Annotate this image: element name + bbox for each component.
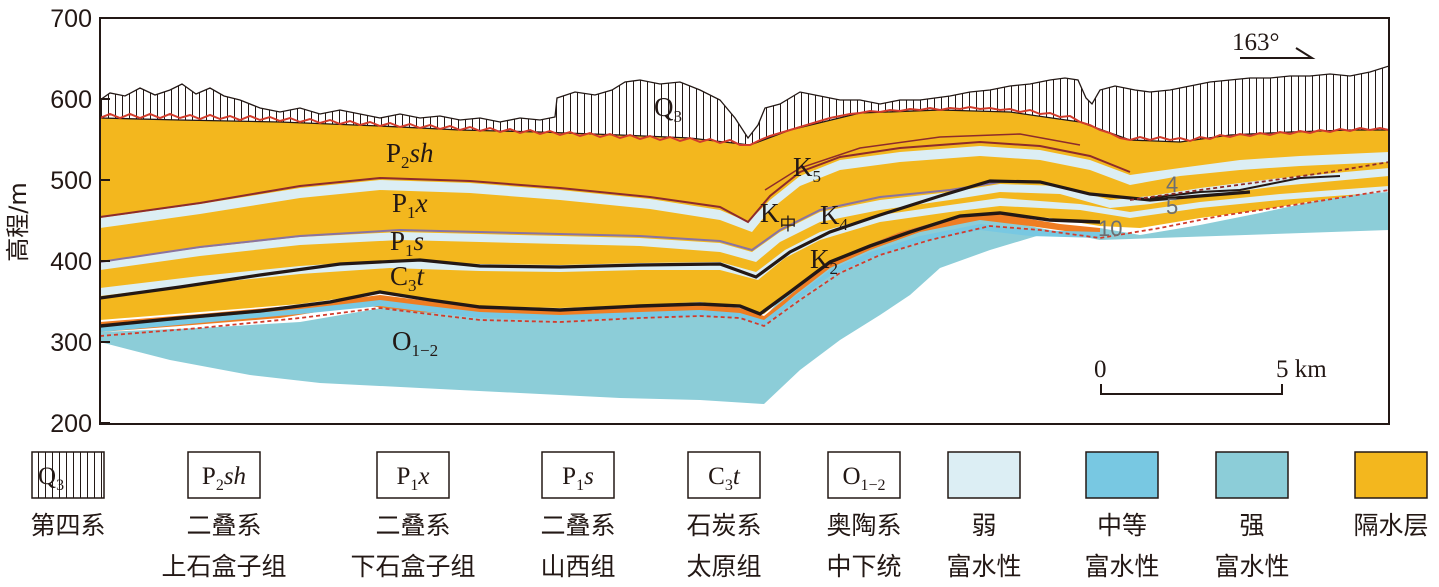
legend-swatch bbox=[947, 451, 1021, 499]
unconformity-line bbox=[100, 105, 1389, 146]
legend-item: Q3 第四系 bbox=[30, 451, 106, 540]
legend-code-box bbox=[31, 451, 105, 499]
label-o12: O1−2 bbox=[392, 326, 438, 360]
weak-aquifer-band-upper bbox=[100, 146, 1389, 232]
orientation-arrow bbox=[1240, 47, 1316, 59]
key-bed-k-zhong bbox=[100, 179, 1251, 300]
label-bed-4: 4 bbox=[1166, 172, 1178, 197]
legend-code: P2sh bbox=[202, 463, 246, 494]
legend-line2: 上石盒子组 bbox=[161, 552, 286, 581]
legend-line2: 下石盒子组 bbox=[350, 552, 475, 581]
ordovician-strong-aquifer bbox=[100, 190, 1389, 404]
label-bed-10: 10 bbox=[1098, 216, 1122, 241]
legend-line1: 第四系 bbox=[30, 511, 105, 540]
legend-swatch bbox=[1215, 451, 1289, 499]
interface-line-p1x bbox=[100, 181, 1001, 263]
label-p2sh: P2sh bbox=[386, 138, 434, 172]
legend-line1: 弱 bbox=[971, 511, 996, 540]
legend-line2: 太原组 bbox=[686, 552, 761, 581]
legend-line2: 中下统 bbox=[826, 552, 901, 581]
legend-line2: 富水性 bbox=[1214, 552, 1289, 581]
y-tick-400: 400 bbox=[50, 248, 92, 276]
key-bed-4-5 bbox=[1149, 175, 1341, 199]
label-c3t: C3t bbox=[390, 261, 426, 295]
legend-line1: 强 bbox=[1239, 511, 1264, 540]
label-k2: K2 bbox=[810, 244, 838, 278]
limestone-band bbox=[100, 214, 1100, 332]
contact-dashed-lower bbox=[100, 189, 1389, 337]
interface-line-psh-base bbox=[100, 140, 1131, 224]
scale-end: 5 km bbox=[1276, 356, 1327, 383]
interface-line-k5 bbox=[764, 133, 1081, 191]
legend-code-box bbox=[827, 451, 901, 499]
legend-swatch bbox=[1354, 451, 1428, 499]
legend-line2: 富水性 bbox=[946, 552, 1021, 581]
legend-code: P1x bbox=[396, 463, 429, 494]
weak-aquifer-band-middle bbox=[100, 168, 1389, 270]
legend-code-box bbox=[541, 451, 615, 499]
legend-line1: 中等 bbox=[1097, 511, 1147, 540]
legend-line1: 二叠系 bbox=[540, 511, 615, 540]
scale-bar bbox=[1100, 384, 1283, 395]
legend-line1: 隔水层 bbox=[1353, 511, 1428, 540]
legend-line2: 山西组 bbox=[540, 552, 615, 581]
key-bed-k2 bbox=[100, 211, 1101, 328]
geologic-section bbox=[100, 65, 1389, 404]
y-axis-title: 高程/m bbox=[4, 182, 32, 261]
legend-code: Q3 bbox=[38, 463, 64, 494]
y-tick-500: 500 bbox=[50, 167, 92, 195]
scale-start: 0 bbox=[1094, 356, 1107, 383]
label-q3: Q3 bbox=[654, 92, 682, 126]
label-p1x: P1x bbox=[392, 188, 428, 222]
legend-line1: 石炭系 bbox=[686, 511, 761, 540]
legend-code: P1s bbox=[562, 463, 594, 494]
legend-line1: 奥陶系 bbox=[826, 511, 901, 540]
quaternary-cover bbox=[100, 65, 1389, 146]
legend-code-box bbox=[376, 451, 450, 499]
legend-item: 隔水层 bbox=[1353, 451, 1429, 540]
legend-code: C3t bbox=[708, 463, 741, 494]
legend-code-box bbox=[187, 451, 261, 499]
legend-code-box bbox=[687, 451, 761, 499]
y-tick-600: 600 bbox=[50, 86, 92, 114]
y-tick-700: 700 bbox=[50, 5, 92, 33]
legend-line1: 二叠系 bbox=[186, 511, 261, 540]
legend-swatch bbox=[1085, 451, 1159, 499]
label-k-zhong: K中 bbox=[760, 198, 797, 234]
legend-line2: 富水性 bbox=[1084, 552, 1159, 581]
orientation-label: 163° bbox=[1232, 29, 1280, 56]
y-axis bbox=[100, 17, 110, 424]
medium-aquifer-band bbox=[100, 224, 1100, 332]
label-k4: K4 bbox=[820, 200, 849, 234]
label-bed-5: 5 bbox=[1166, 194, 1178, 219]
legend-code: O1−2 bbox=[842, 463, 885, 494]
legend-line1: 二叠系 bbox=[375, 511, 450, 540]
plot-frame bbox=[99, 17, 1390, 425]
weak-aquifer-band-lower bbox=[100, 186, 1389, 296]
label-k5: K5 bbox=[793, 152, 821, 186]
label-p1s: P1s bbox=[390, 226, 424, 260]
y-tick-300: 300 bbox=[50, 329, 92, 357]
y-tick-200: 200 bbox=[50, 410, 92, 438]
